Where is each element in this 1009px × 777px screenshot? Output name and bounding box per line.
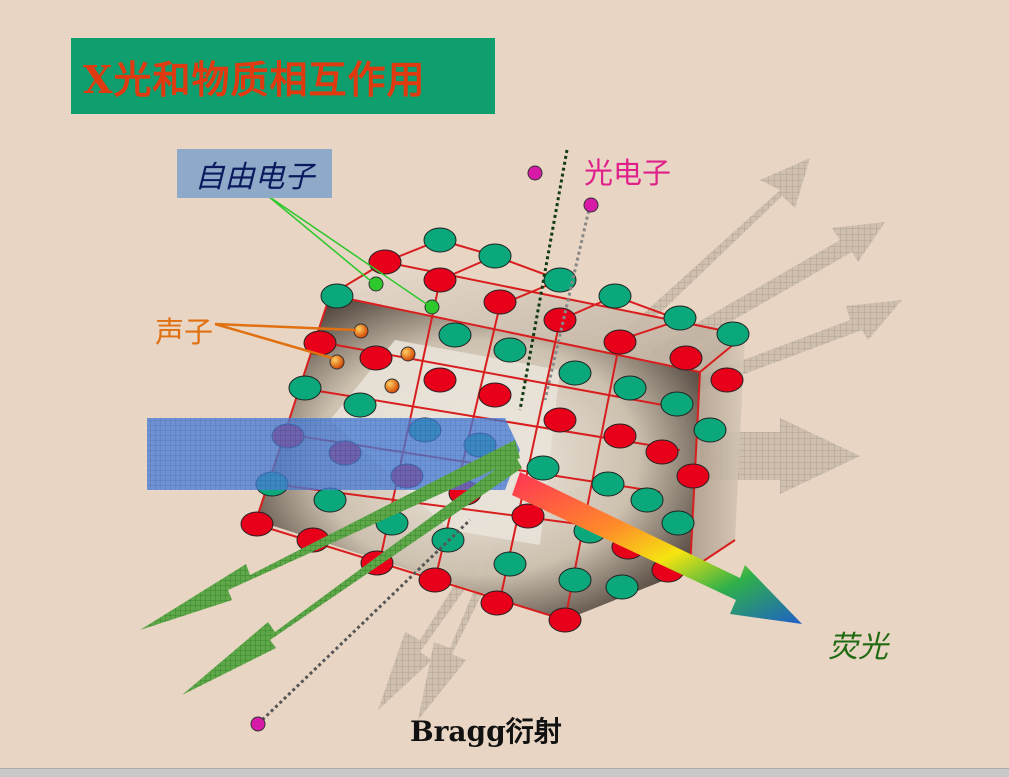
photoelectron-label: 光电子 (584, 156, 672, 190)
diffracted-arrow-1 (140, 440, 520, 630)
atom-red (511, 503, 545, 529)
scatter-arrow-5 (378, 560, 480, 710)
atom-green (493, 551, 527, 577)
fluorescence-arrow (512, 472, 802, 624)
atom-green (313, 487, 347, 513)
atom-red (359, 345, 393, 371)
photoelectron-dot-1 (527, 165, 543, 181)
atom-red (543, 407, 577, 433)
atom-green (716, 321, 750, 347)
free-electron-dot-1 (368, 276, 384, 292)
atom-green (693, 417, 727, 443)
photoelectron-track-1 (518, 149, 569, 411)
incident-xray-beam (147, 418, 520, 490)
atom-green (613, 375, 647, 401)
phonon-pointer-2 (214, 322, 333, 360)
atom-red (603, 423, 637, 449)
atom-green (605, 574, 639, 600)
atom-green (558, 360, 592, 386)
atom-red (480, 590, 514, 616)
atom-green (591, 471, 625, 497)
atom-green (660, 391, 694, 417)
atom-green (630, 487, 664, 513)
electron-dot-bottom (250, 716, 266, 732)
free-electron-label-box: 自由电子 (177, 149, 332, 198)
fluorescence-label: 荧光 (828, 630, 888, 665)
atom-green (320, 283, 354, 309)
atom-green (663, 305, 697, 331)
atom-red (423, 267, 457, 293)
atom-red (483, 289, 517, 315)
free-electron-pointer-2 (267, 195, 429, 306)
diffracted-arrow-2 (182, 455, 522, 695)
atom-red (645, 439, 679, 465)
atom-red (676, 463, 710, 489)
atom-green (526, 455, 560, 481)
free-electron-dot-2 (424, 299, 440, 315)
atom-red (710, 367, 744, 393)
phonon-pointer-1 (214, 322, 357, 332)
bragg-diffraction-label: Bragg衍射 (410, 715, 562, 748)
atom-red (423, 367, 457, 393)
cube-right-face (690, 335, 745, 570)
atom-green (493, 337, 527, 363)
phonon-dot-1 (353, 323, 369, 339)
page-title: X光和物质相互作用 (83, 56, 426, 102)
atom-green (343, 392, 377, 418)
atom-red (669, 345, 703, 371)
phonon-dot-4 (384, 378, 400, 394)
atom-red (603, 329, 637, 355)
atom-green (558, 567, 592, 593)
phonon-dot-2 (400, 346, 416, 362)
bragg-track (256, 518, 472, 726)
atom-red (418, 567, 452, 593)
atom-green (661, 510, 695, 536)
atom-red (368, 249, 402, 275)
window-bottom-edge (0, 768, 1009, 777)
free-electron-pointer-1 (267, 195, 373, 283)
atom-red (478, 382, 512, 408)
atom-green (423, 227, 457, 253)
atom-red (240, 511, 274, 537)
atom-green (288, 375, 322, 401)
atom-red (543, 307, 577, 333)
phonon-label: 声子 (155, 315, 214, 349)
phonon-dot-3 (329, 354, 345, 370)
atom-green (478, 243, 512, 269)
bragg-diffraction-arrows (140, 440, 522, 695)
scatter-arrow-1 (625, 158, 810, 340)
photoelectron-dot-2 (583, 197, 599, 213)
atom-green (438, 322, 472, 348)
atom-red (548, 607, 582, 633)
title-banner: X光和物质相互作用 (71, 38, 495, 114)
free-electron-label: 自由电子 (194, 159, 315, 195)
atom-green (598, 283, 632, 309)
